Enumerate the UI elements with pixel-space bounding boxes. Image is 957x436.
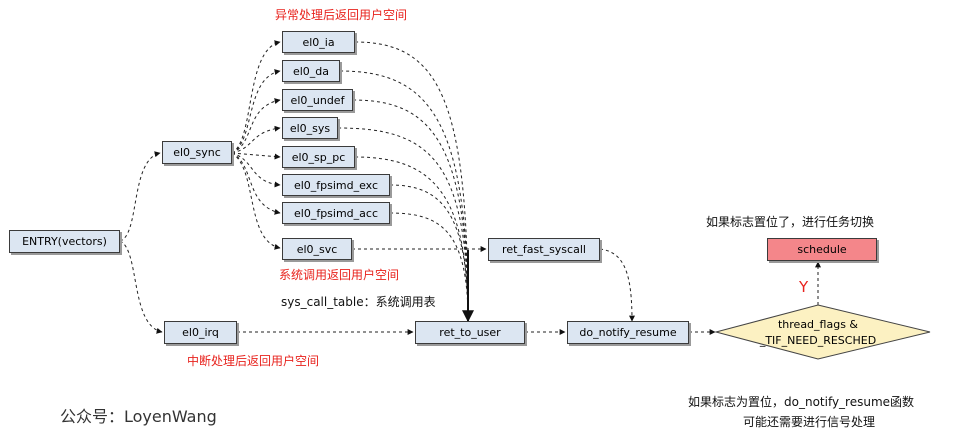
node-el0-fpsimd-exc: el0_fpsimd_exc	[282, 174, 390, 196]
node-ret-to-user: ret_to_user	[415, 321, 525, 344]
node-el0-sys: el0_sys	[282, 117, 338, 139]
edge-sync-to-sp-pc	[231, 152, 281, 160]
edge-sync-to-fpsimd-exc	[231, 152, 281, 188]
edge-sync-to-fpsimd-acc	[231, 152, 281, 215]
syscall-table-label: sys_call_table：系统调用表	[281, 295, 436, 309]
node-el0-undef: el0_undef	[282, 89, 353, 111]
node-el0-sp-pc: el0_sp_pc	[282, 146, 355, 168]
edge-sync-to-undef	[231, 98, 281, 154]
yes-label: Y	[799, 278, 809, 296]
edge-sys-to-ret	[337, 127, 471, 321]
decision-line2: _TIF_NEED_RESCHED	[759, 334, 877, 347]
irq-return-label: 中断处理后返回用户空间	[187, 354, 320, 368]
footer-watermark: 公众号：LoyenWang	[60, 407, 217, 426]
edge-sp-pc-to-ret	[354, 156, 471, 321]
syscall-return-label: 系统调用返回用户空间	[279, 268, 400, 282]
node-el0-irq: el0_irq	[164, 321, 237, 344]
decision-line1: thread_flags &	[777, 318, 858, 331]
edge-sync-to-sys	[231, 125, 281, 154]
node-schedule: schedule	[767, 238, 877, 261]
edge-sync-to-ia	[231, 40, 281, 154]
edge-entry-to-el0-irq	[119, 240, 163, 334]
notify-note-line2: 可能还需要进行信号处理	[743, 415, 876, 429]
edge-ia-to-ret	[354, 41, 471, 321]
notify-note-line1: 如果标志为置位，do_notify_resume函数	[688, 395, 915, 409]
decision-diamond	[714, 304, 931, 360]
node-el0-sync: el0_sync	[162, 141, 232, 164]
edge-sync-to-da	[231, 69, 281, 154]
edge-sync-to-svc	[231, 152, 281, 250]
node-do-notify-resume: do_notify_resume	[567, 321, 689, 344]
node-el0-fpsimd-acc: el0_fpsimd_acc	[282, 202, 390, 224]
node-el0-ia: el0_ia	[282, 31, 355, 53]
edge-entry-to-el0-sync	[119, 151, 161, 242]
edge-ret-fast-to-notify	[599, 248, 635, 322]
node-el0-da: el0_da	[282, 60, 340, 82]
exception-return-label: 异常处理后返回用户空间	[275, 8, 408, 22]
node-el0-svc: el0_svc	[282, 238, 352, 260]
node-ret-fast-syscall: ret_fast_syscall	[488, 238, 600, 261]
edge-fpsimd-exc-to-ret	[389, 184, 471, 321]
node-entry-vectors: ENTRY(vectors)	[9, 230, 120, 253]
flag-set-label: 如果标志置位了，进行任务切换	[706, 215, 875, 229]
